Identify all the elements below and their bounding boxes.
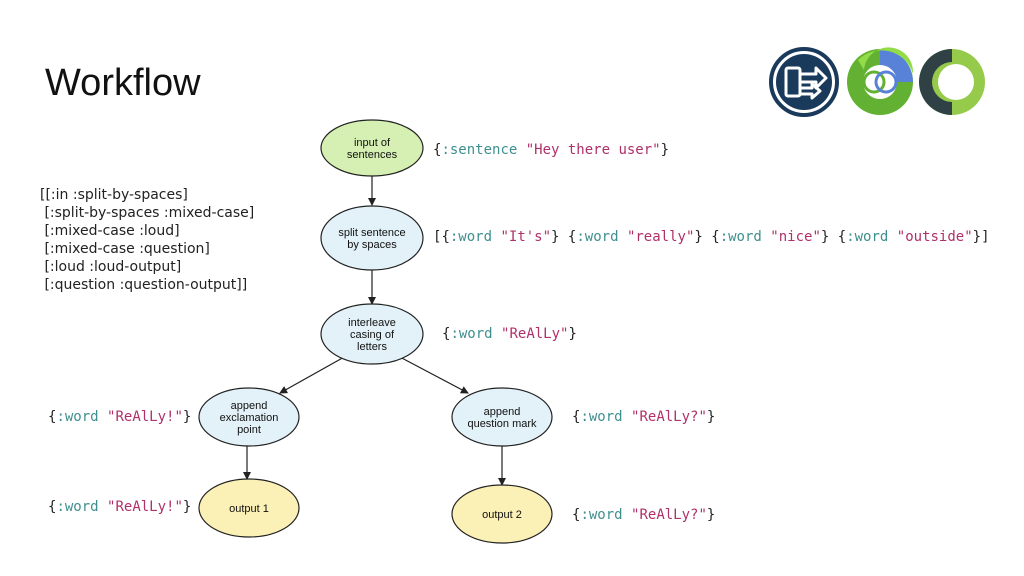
node-label: append bbox=[484, 406, 521, 418]
node-shape bbox=[451, 484, 553, 544]
keyword: :sentence bbox=[441, 142, 518, 158]
string-value: "ReAlLy!" bbox=[107, 499, 183, 515]
string-value: "outside" bbox=[896, 229, 973, 245]
pipeline-logo bbox=[769, 47, 839, 117]
node-shape bbox=[320, 119, 424, 177]
node-output1: output 1 bbox=[198, 478, 300, 538]
logo-strip bbox=[769, 47, 985, 117]
bracket: ] bbox=[981, 229, 990, 245]
node-label: casing of bbox=[350, 329, 395, 341]
clojure-logo bbox=[847, 47, 914, 115]
brace: { bbox=[442, 326, 451, 342]
bracket: [ bbox=[433, 229, 442, 245]
string-value: "ReAlLy?" bbox=[631, 409, 707, 425]
keyword: :word bbox=[449, 229, 493, 245]
edge-line: [:question :question-output]] bbox=[40, 277, 248, 293]
slide-title: Workflow bbox=[45, 62, 201, 104]
string-value: "nice" bbox=[770, 229, 821, 245]
annotation-exclaim: {:word "ReAlLy!"} bbox=[48, 409, 191, 425]
node-label: interleave bbox=[348, 317, 396, 329]
annotation-split: [{:word "It's"} {:word "really"} {:word … bbox=[433, 229, 990, 245]
edge-interleave-exclaim bbox=[279, 355, 347, 394]
edge-line: [:loud :loud-output] bbox=[40, 259, 182, 275]
brace: } bbox=[660, 142, 670, 158]
node-label: by spaces bbox=[347, 239, 397, 251]
brace: } bbox=[568, 326, 577, 342]
brace: } bbox=[706, 507, 716, 523]
brace: } bbox=[182, 499, 192, 515]
node-label: append bbox=[231, 400, 268, 412]
edge-line: [:split-by-spaces :mixed-case] bbox=[40, 205, 255, 221]
keyword: :word bbox=[56, 499, 99, 515]
node-label: exclamation bbox=[220, 412, 279, 424]
keyword: :word bbox=[576, 229, 619, 245]
string-value: "really" bbox=[626, 229, 695, 245]
node-shape bbox=[320, 205, 424, 271]
brace: { bbox=[572, 409, 581, 425]
keyword: :word bbox=[450, 326, 493, 342]
keyword: :word bbox=[580, 507, 623, 523]
annotation-interleave: {:word "ReAlLy"} bbox=[442, 326, 577, 342]
keyword: :word bbox=[846, 229, 889, 245]
node-shape bbox=[451, 387, 553, 447]
node-shape bbox=[198, 387, 300, 447]
workflow-edge-list: [[:in :split-by-spaces] [:split-by-space… bbox=[40, 186, 254, 294]
node-label: letters bbox=[357, 341, 387, 353]
node-label: question mark bbox=[467, 418, 537, 430]
node-shape bbox=[198, 478, 300, 538]
keyword: :word bbox=[580, 409, 623, 425]
keyword: :word bbox=[56, 409, 99, 425]
edge-line: [:mixed-case :loud] bbox=[40, 223, 180, 239]
node-output2: output 2 bbox=[451, 484, 553, 544]
node-label: split sentence bbox=[338, 227, 405, 239]
annotation-input: {:sentence "Hey there user"} bbox=[433, 142, 669, 158]
string-value: "ReAlLy?" bbox=[631, 507, 707, 523]
string-value: "Hey there user" bbox=[525, 142, 661, 158]
string-value: "ReAlLy!" bbox=[107, 409, 183, 425]
string-value: "It's" bbox=[500, 229, 552, 245]
string-value: "ReAlLy" bbox=[501, 326, 569, 342]
annotation-output1: {:word "ReAlLy!"} bbox=[48, 499, 191, 515]
annotation-question: {:word "ReAlLy?"} bbox=[572, 409, 715, 425]
node-label: sentences bbox=[347, 149, 398, 161]
brace: { bbox=[433, 142, 442, 158]
node-label: point bbox=[237, 424, 261, 436]
edge-line: [[:in :split-by-spaces] bbox=[40, 187, 188, 203]
brace: } bbox=[706, 409, 716, 425]
brace: { bbox=[48, 409, 57, 425]
annotation-output2: {:word "ReAlLy?"} bbox=[572, 507, 715, 523]
keyword: :word bbox=[719, 229, 762, 245]
edge-interleave-question bbox=[397, 355, 469, 394]
node-shape bbox=[320, 303, 424, 365]
node-label: input of bbox=[354, 137, 391, 149]
node-label: output 2 bbox=[482, 509, 522, 521]
edge-line: [:mixed-case :question] bbox=[40, 241, 210, 257]
brace: { bbox=[48, 499, 57, 515]
brace: { bbox=[572, 507, 581, 523]
brace: } bbox=[182, 409, 192, 425]
node-label: output 1 bbox=[229, 503, 269, 515]
clojurescript-logo bbox=[919, 49, 985, 115]
